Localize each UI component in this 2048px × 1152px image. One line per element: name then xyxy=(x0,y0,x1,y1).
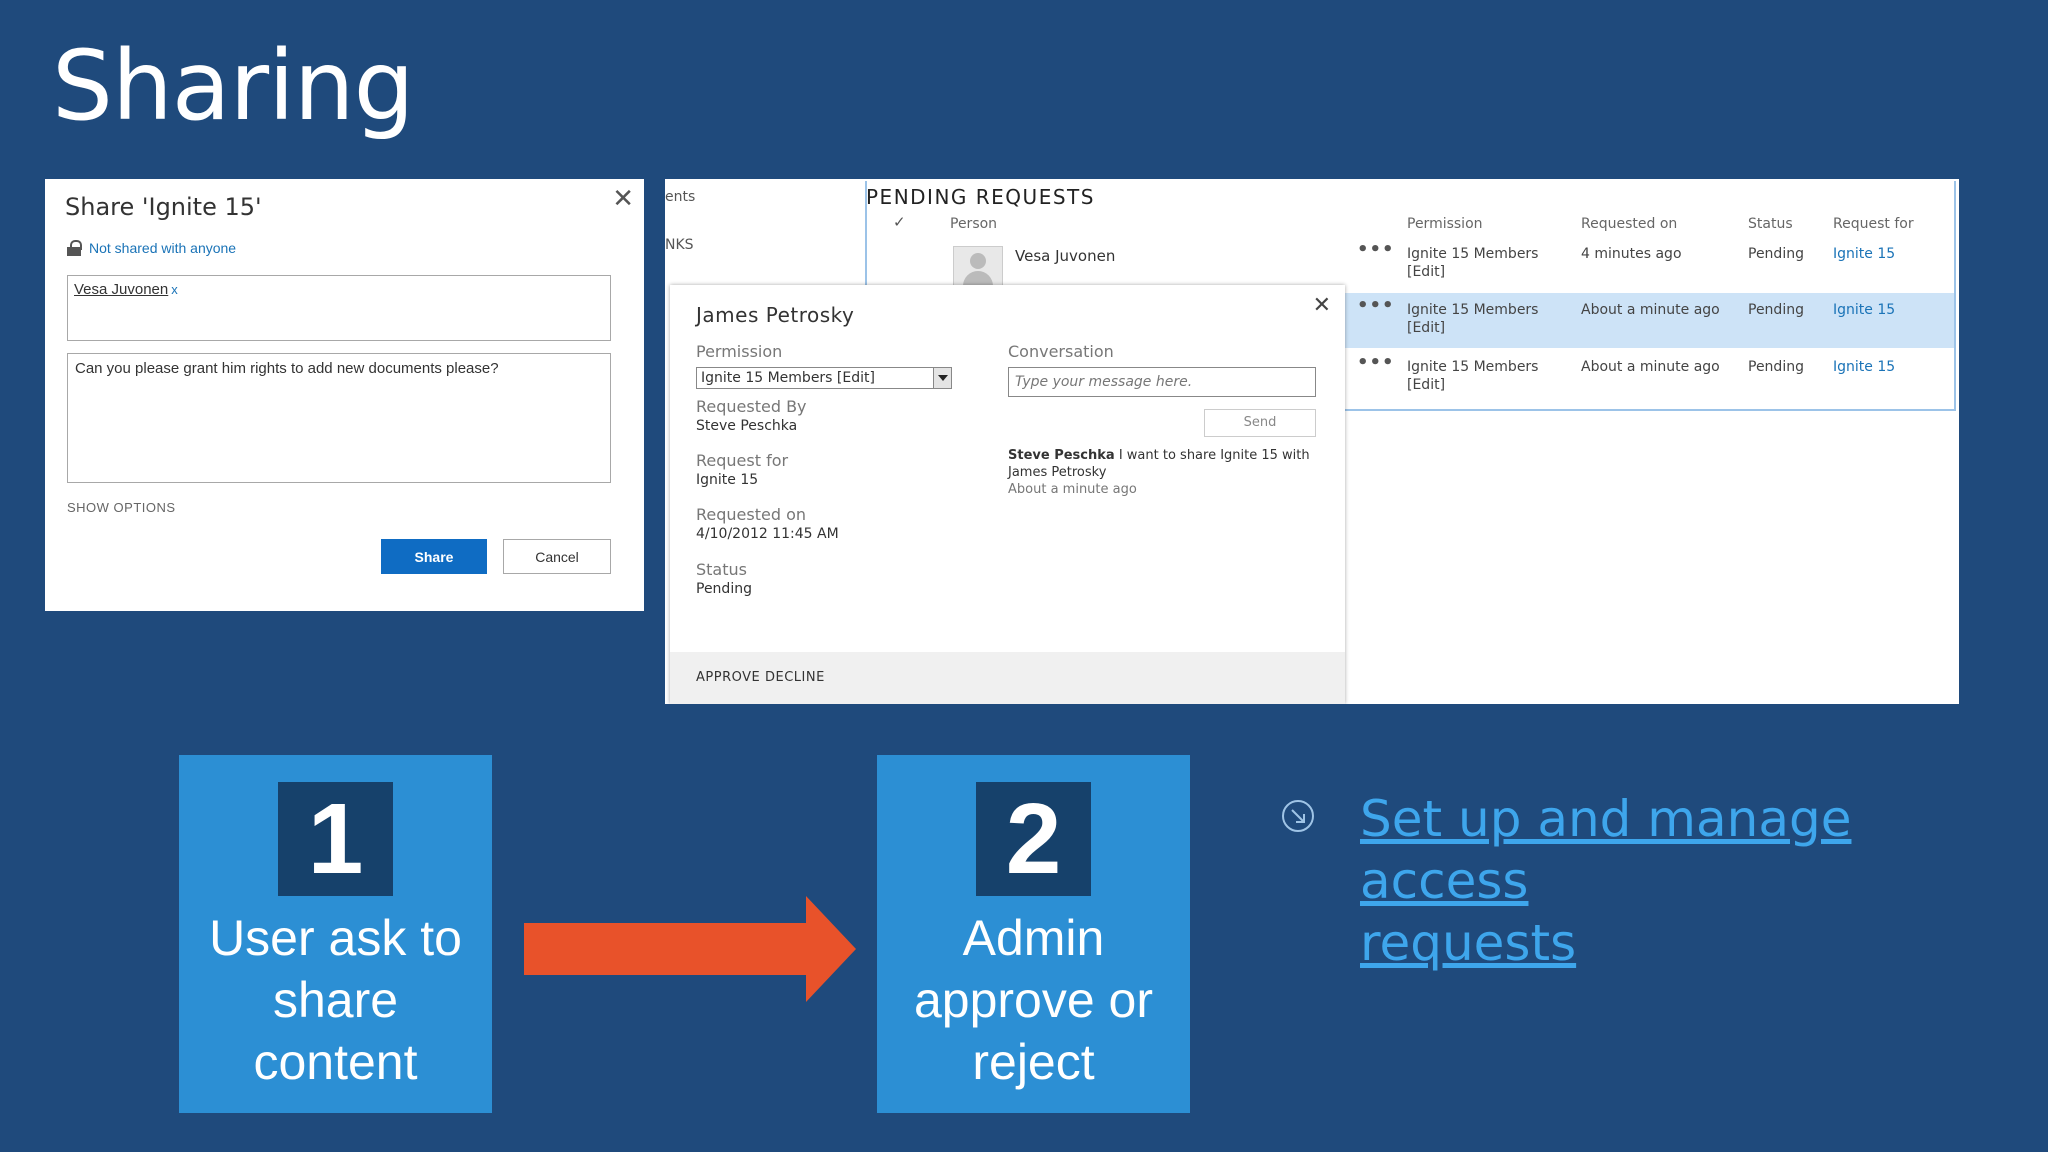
permission-name: Ignite 15 Members xyxy=(1407,302,1539,318)
status-label: Status xyxy=(696,560,747,579)
approve-button[interactable]: APPROVE xyxy=(696,670,761,685)
close-icon[interactable]: ✕ xyxy=(1312,293,1331,318)
cancel-button[interactable]: Cancel xyxy=(503,539,611,574)
requested-on-label: Requested on xyxy=(696,505,807,524)
message-textarea[interactable]: Can you please grant him rights to add n… xyxy=(67,353,611,483)
step-1-line: User ask to xyxy=(209,910,462,966)
conversation-label: Conversation xyxy=(1008,342,1114,361)
conversation-time: About a minute ago xyxy=(1008,482,1137,497)
step-1-line: content xyxy=(253,1034,418,1090)
sharing-status-text: Not shared with anyone xyxy=(89,240,237,256)
requested-by-label: Requested By xyxy=(696,397,807,416)
nav-item-links[interactable]: NKS xyxy=(665,237,694,253)
permission-cell: Ignite 15 Members [Edit] xyxy=(1407,301,1538,337)
permission-level: [Edit] xyxy=(1407,377,1446,393)
chevron-down-icon[interactable] xyxy=(933,368,951,388)
person-chip[interactable]: Vesa Juvonen xyxy=(74,281,169,298)
share-dialog: ✕ Share 'Ignite 15' Not shared with anyo… xyxy=(45,179,644,611)
step-2-text: Admin approve or reject xyxy=(877,907,1190,1093)
requested-by-value: Steve Peschka xyxy=(696,418,798,434)
column-header-requested-on[interactable]: Requested on xyxy=(1581,216,1678,232)
step-1-box: 1 User ask to share content xyxy=(179,755,492,1113)
permission-cell: Ignite 15 Members [Edit] xyxy=(1407,245,1538,281)
link-text[interactable]: requests xyxy=(1360,914,1577,972)
share-dialog-title: Share 'Ignite 15' xyxy=(65,193,262,221)
person-name[interactable]: Vesa Juvonen xyxy=(1015,247,1116,265)
pending-requests-title: PENDING REQUESTS xyxy=(866,185,1095,209)
request-for-label: Request for xyxy=(696,451,789,470)
permission-level: [Edit] xyxy=(1407,320,1446,336)
show-options-link[interactable]: SHOW OPTIONS xyxy=(67,500,176,515)
pending-requests-panel: ents NKS PENDING REQUESTS ✓ Person Permi… xyxy=(665,179,1959,704)
callout-footer: APPROVE DECLINE xyxy=(670,652,1345,704)
nav-item-documents[interactable]: ents xyxy=(665,189,696,205)
requested-on-cell: About a minute ago xyxy=(1581,359,1720,375)
close-icon[interactable]: ✕ xyxy=(612,183,634,213)
permission-select[interactable]: Ignite 15 Members [Edit] xyxy=(696,367,952,389)
permission-label: Permission xyxy=(696,342,783,361)
send-button[interactable]: Send xyxy=(1204,409,1316,437)
requested-on-cell: 4 minutes ago xyxy=(1581,246,1682,262)
column-header-request-for[interactable]: Request for xyxy=(1833,216,1914,232)
requested-on-value: 4/10/2012 11:45 AM xyxy=(696,526,839,542)
row-menu-icon[interactable]: ••• xyxy=(1357,295,1395,316)
column-header-person[interactable]: Person xyxy=(950,216,998,232)
step-1-number: 1 xyxy=(278,782,393,896)
share-button[interactable]: Share xyxy=(381,539,487,574)
link-text[interactable]: Set up and manage access xyxy=(1360,790,1852,910)
request-for-value: Ignite 15 xyxy=(696,472,759,488)
avatar xyxy=(953,246,1003,286)
table-row[interactable]: ••• Ignite 15 Members [Edit] 4 minutes ag… xyxy=(867,237,1954,292)
column-header-permission[interactable]: Permission xyxy=(1407,216,1483,232)
permission-select-value: Ignite 15 Members [Edit] xyxy=(701,370,875,386)
permission-name: Ignite 15 Members xyxy=(1407,246,1539,262)
decline-button[interactable]: DECLINE xyxy=(765,670,825,685)
status-value: Pending xyxy=(696,581,752,597)
permission-level: [Edit] xyxy=(1407,264,1446,280)
remove-person-icon[interactable]: x xyxy=(171,282,178,297)
conversation-entry: Steve Peschka I want to share Ignite 15 … xyxy=(1008,447,1328,498)
permission-name: Ignite 15 Members xyxy=(1407,359,1539,375)
row-menu-icon[interactable]: ••• xyxy=(1357,352,1395,373)
slide-title: Sharing xyxy=(52,30,415,142)
status-cell: Pending xyxy=(1748,246,1804,262)
right-arrow-icon xyxy=(524,896,856,1002)
permission-cell: Ignite 15 Members [Edit] xyxy=(1407,358,1538,394)
table-row[interactable]: ••• Ignite 15 Members [Edit] About a minu… xyxy=(867,350,1954,405)
requested-on-cell: About a minute ago xyxy=(1581,302,1720,318)
arrow-circle-icon[interactable] xyxy=(1280,798,1316,834)
request-for-link[interactable]: Ignite 15 xyxy=(1833,246,1896,262)
requester-name: James Petrosky xyxy=(696,303,855,327)
status-cell: Pending xyxy=(1748,302,1804,318)
sharing-status[interactable]: Not shared with anyone xyxy=(67,240,236,256)
request-for-link[interactable]: Ignite 15 xyxy=(1833,359,1896,375)
select-all-check-icon[interactable]: ✓ xyxy=(893,213,906,231)
step-2-box: 2 Admin approve or reject xyxy=(877,755,1190,1113)
conversation-author: Steve Peschka xyxy=(1008,448,1115,463)
access-requests-link[interactable]: Set up and manage access requests xyxy=(1360,788,2000,974)
step-1-line: share xyxy=(272,972,399,1028)
request-for-link[interactable]: Ignite 15 xyxy=(1833,302,1896,318)
row-menu-icon[interactable]: ••• xyxy=(1357,239,1395,260)
step-1-text: User ask to share content xyxy=(179,907,492,1093)
column-header-status[interactable]: Status xyxy=(1748,216,1793,232)
conversation-message-input[interactable]: Type your message here. xyxy=(1008,367,1316,397)
status-cell: Pending xyxy=(1748,359,1804,375)
conversation-message: I want to share Ignite 15 with James Pet… xyxy=(1008,448,1310,480)
step-2-number: 2 xyxy=(976,782,1091,896)
step-2-line: reject xyxy=(972,1034,1095,1090)
step-2-line: approve or xyxy=(913,972,1154,1028)
step-2-line: Admin xyxy=(962,910,1105,966)
lock-icon xyxy=(67,240,82,256)
request-details-callout: ✕ James Petrosky Permission Ignite 15 Me… xyxy=(670,285,1345,704)
